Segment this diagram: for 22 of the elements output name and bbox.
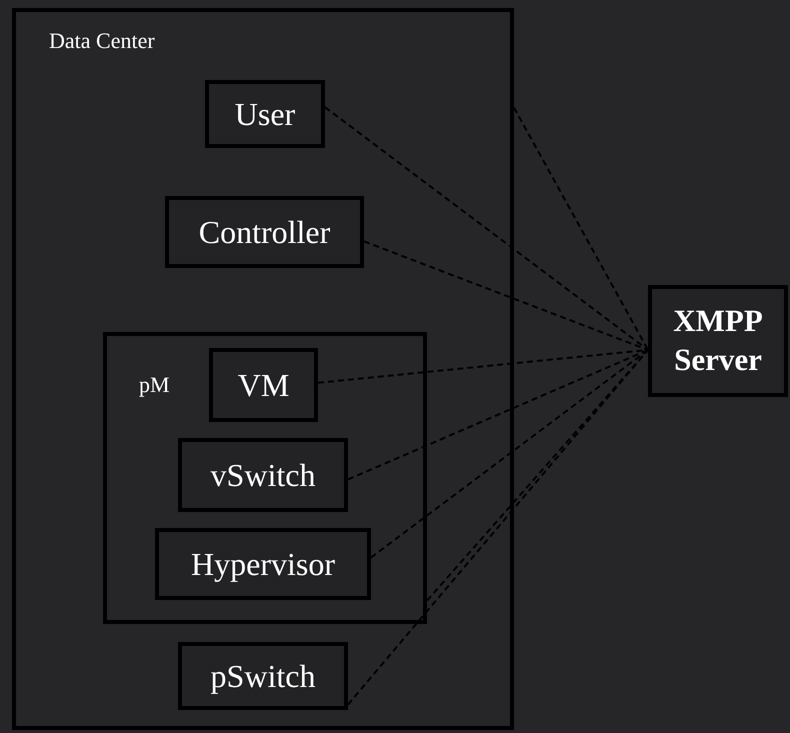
box-label: XMPP Server [672, 302, 764, 379]
dashed-connector [513, 107, 649, 350]
group-frame [103, 332, 427, 624]
group-title: Data Center [49, 28, 155, 54]
dashed-connector [348, 349, 648, 480]
box-label: pSwitch [210, 657, 316, 696]
group-title: pM [139, 372, 170, 398]
dashed-connector [347, 349, 649, 706]
process-box [165, 196, 364, 268]
process-box [178, 642, 348, 710]
box-label: Controller [198, 213, 330, 252]
box-label: User [234, 95, 296, 134]
process-box [155, 528, 371, 600]
process-box [205, 80, 325, 148]
box-label: Hypervisor [191, 545, 335, 584]
dashed-connector [364, 240, 648, 351]
group-frame [12, 8, 514, 730]
process-box [209, 348, 318, 422]
box-label: VM [238, 366, 290, 405]
process-box [648, 285, 788, 397]
process-box [178, 438, 348, 512]
box-label: vSwitch [210, 456, 316, 495]
